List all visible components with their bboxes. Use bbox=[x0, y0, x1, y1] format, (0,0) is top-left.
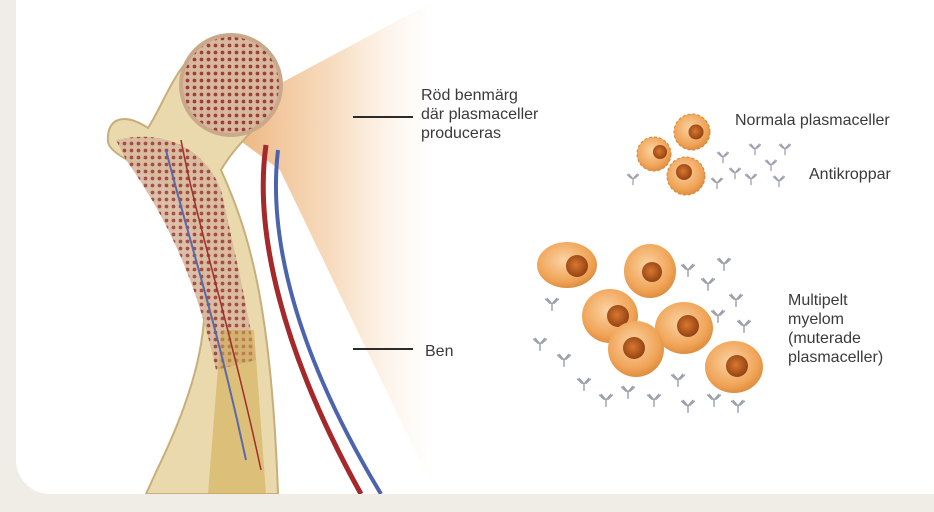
antibody-glyph bbox=[546, 298, 559, 310]
marrow-label-line-3: produceras bbox=[421, 124, 538, 143]
antibody-glyph bbox=[718, 258, 731, 270]
marrow-leader-line bbox=[353, 116, 413, 118]
antibody-glyph bbox=[578, 378, 591, 390]
normal-plasma-cells-label: Normala plasmaceller bbox=[735, 111, 890, 130]
antibody-glyph bbox=[779, 144, 790, 155]
antibody-glyph bbox=[682, 400, 695, 412]
antibody-glyph bbox=[702, 278, 715, 290]
antibody-glyph bbox=[672, 374, 685, 386]
antibody-glyph bbox=[648, 394, 661, 406]
marrow-label-line-1: Röd benmärg bbox=[421, 86, 538, 105]
antibody-glyph bbox=[730, 294, 743, 306]
antibody-glyph bbox=[712, 310, 725, 322]
antibodies-label: Antikroppar bbox=[809, 165, 891, 184]
antibody-glyph bbox=[682, 264, 695, 276]
antibody-glyph bbox=[558, 354, 571, 366]
antibody-glyph bbox=[600, 394, 613, 406]
antibody-glyph bbox=[749, 144, 760, 155]
myeloma-label-line-1: Multipelt bbox=[788, 291, 883, 310]
antibody-glyph bbox=[732, 400, 745, 412]
antibody-glyph bbox=[765, 160, 776, 171]
antibody-glyph bbox=[627, 174, 638, 185]
bone-label: Ben bbox=[425, 342, 453, 361]
marrow-label: Röd benmärg där plasmaceller produceras bbox=[421, 86, 538, 143]
myeloma-label-line-2: myelom bbox=[788, 310, 883, 329]
myeloma-label-line-3: (muterade bbox=[788, 329, 883, 348]
marrow-label-line-2: där plasmaceller bbox=[421, 105, 538, 124]
antibody-glyph bbox=[773, 176, 784, 187]
femur-illustration bbox=[108, 35, 281, 494]
antibody-glyph bbox=[745, 174, 756, 185]
antibody-glyph bbox=[622, 386, 635, 398]
antibody-glyph bbox=[738, 320, 751, 332]
antibody-glyph bbox=[534, 338, 547, 350]
diagram-canvas bbox=[16, 0, 934, 494]
myeloma-label: Multipelt myelom (muterade plasmaceller) bbox=[788, 291, 883, 367]
antibody-glyph bbox=[729, 168, 740, 179]
antibody-glyph bbox=[708, 394, 721, 406]
diagram-panel: Röd benmärg där plasmaceller produceras … bbox=[16, 0, 934, 494]
antibody-glyph bbox=[717, 152, 728, 163]
myeloma-cell-cluster bbox=[534, 242, 763, 412]
antibody-glyph bbox=[711, 178, 722, 189]
bone-leader-line bbox=[353, 348, 413, 350]
myeloma-label-line-4: plasmaceller) bbox=[788, 348, 883, 367]
